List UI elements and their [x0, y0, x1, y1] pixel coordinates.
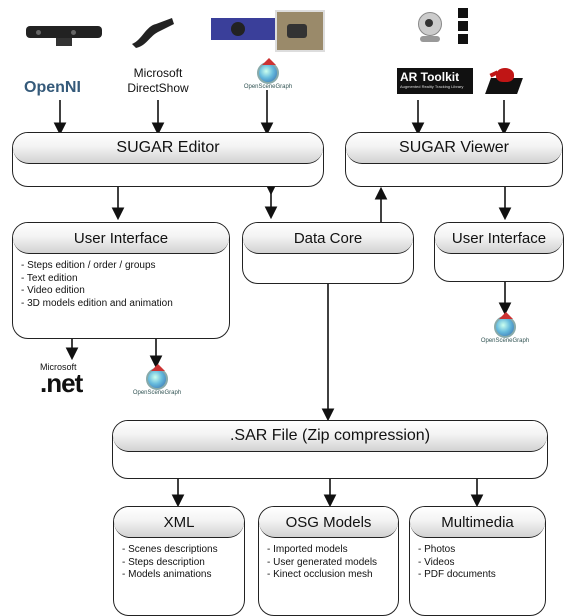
osg-models-box: OSG Models - Imported models - User gene…: [258, 506, 399, 616]
multimedia-title: Multimedia: [410, 507, 545, 538]
directshow-label-line1: Microsoft: [133, 66, 183, 80]
osg-models-list: - Imported models - User generated model…: [259, 538, 398, 582]
osg-logo-top: OpenSceneGraph: [238, 58, 298, 90]
list-item: - Video edition: [21, 285, 85, 296]
webcam-image: [412, 12, 446, 46]
dotnet-logo: Microsoft .net: [40, 362, 110, 398]
osg-caption-top: OpenSceneGraph: [243, 84, 293, 90]
xml-box: XML - Scenes descriptions - Steps descri…: [113, 506, 245, 616]
camera-rig-image: [205, 4, 325, 54]
osg-icon: [146, 364, 168, 390]
sugar-editor-title: SUGAR Editor: [13, 133, 323, 164]
list-item: - Steps description: [122, 556, 205, 568]
sugar-viewer-box: SUGAR Viewer: [345, 132, 563, 187]
xml-list: - Scenes descriptions - Steps descriptio…: [114, 538, 244, 582]
osg-logo-left: OpenSceneGraph: [126, 364, 188, 396]
data-core-box: Data Core: [242, 222, 414, 284]
osg-models-title: OSG Models: [259, 507, 398, 538]
dotnet-logo-big: .net: [40, 368, 83, 398]
list-item: - Text edition: [21, 272, 78, 284]
user-interface-left-title: User Interface: [13, 223, 229, 254]
list-item: - Videos: [418, 556, 455, 568]
directshow-label: Microsoft DirectShow: [116, 66, 200, 96]
directshow-label-line2: DirectShow: [127, 81, 189, 95]
teapot-image: [484, 64, 524, 96]
multimedia-list: - Photos - Videos - PDF documents: [410, 538, 545, 582]
sugar-viewer-title: SUGAR Viewer: [346, 133, 562, 164]
multimedia-box: Multimedia - Photos - Videos - PDF docum…: [409, 506, 546, 616]
artoolkit-logo: AR Toolkit Augmented Reality Tracking Li…: [397, 68, 473, 94]
list-item: - Models animations: [122, 569, 212, 580]
artoolkit-logo-subtext: Augmented Reality Tracking Library: [400, 84, 464, 89]
osg-caption-right: OpenSceneGraph: [480, 338, 530, 344]
user-interface-right-title: User Interface: [435, 223, 563, 254]
openni-logo: OpenNI: [24, 79, 81, 96]
list-item: - Imported models: [267, 544, 348, 555]
fiducial-markers-image: [458, 8, 470, 48]
sar-file-title: .SAR File (Zip compression): [113, 421, 547, 452]
list-item: - PDF documents: [418, 569, 496, 580]
user-interface-left-box: User Interface - Steps edition / order /…: [12, 222, 230, 339]
xml-title: XML: [114, 507, 244, 538]
camera-cable-image: [128, 14, 176, 48]
osg-icon: [257, 58, 279, 84]
sar-file-box: .SAR File (Zip compression): [112, 420, 548, 479]
list-item: - 3D models edition and animation: [21, 297, 173, 309]
osg-caption-left: OpenSceneGraph: [132, 390, 182, 396]
list-item: - Scenes descriptions: [122, 544, 218, 555]
list-item: - Photos: [418, 544, 456, 555]
user-interface-right-box: User Interface: [434, 222, 564, 282]
artoolkit-logo-text: AR Toolkit: [400, 70, 460, 84]
list-item: - Steps edition / order / groups: [21, 260, 156, 271]
kinect-device-image: [26, 22, 102, 46]
list-item: - Kinect occlusion mesh: [267, 569, 373, 580]
dotnet-logo-small: Microsoft: [40, 362, 77, 372]
osg-logo-right: OpenSceneGraph: [475, 312, 535, 344]
user-interface-left-list: - Steps edition / order / groups - Text …: [13, 254, 229, 310]
sugar-editor-box: SUGAR Editor: [12, 132, 324, 187]
list-item: - User generated models: [267, 556, 378, 568]
osg-icon: [494, 312, 516, 338]
data-core-title: Data Core: [243, 223, 413, 254]
